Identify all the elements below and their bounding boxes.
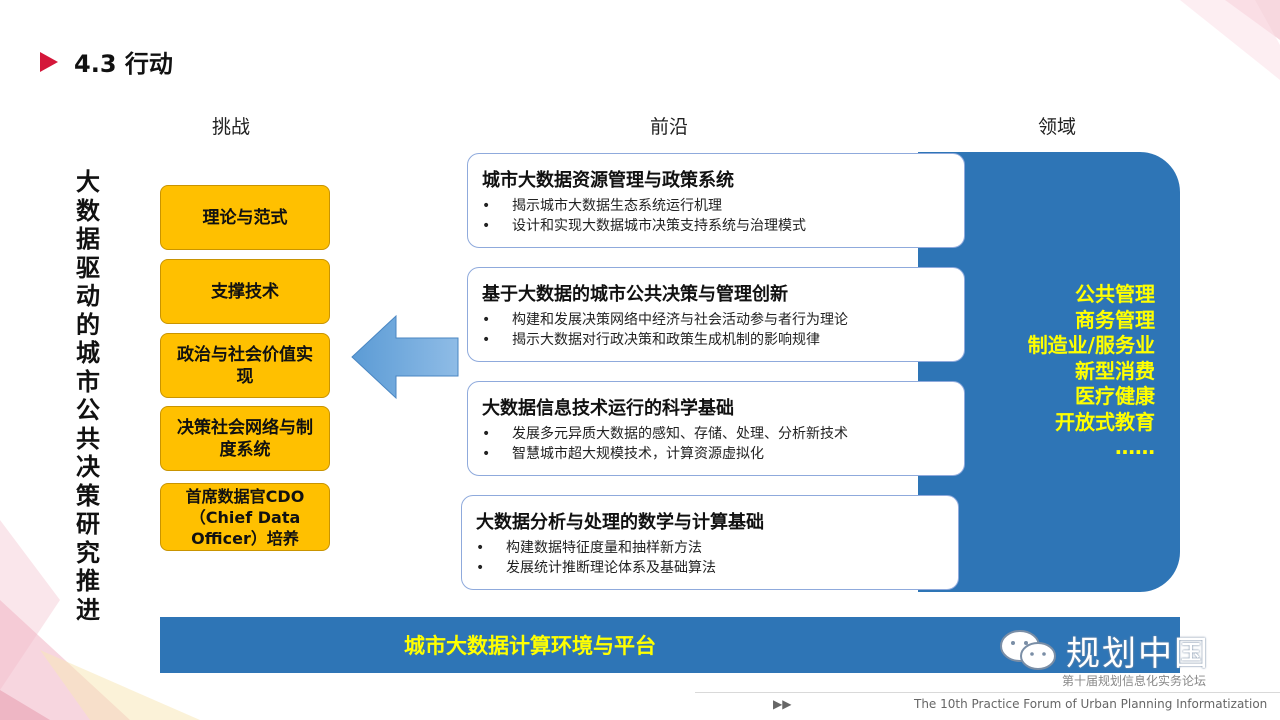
vertical-theme-label: 大数据驱动的城市公共决策研究推进: [76, 168, 100, 624]
bullet-icon: •: [482, 426, 491, 442]
column-header-frontier: 前沿: [650, 116, 689, 138]
frontier-bullet: •发展多元异质大数据的感知、存储、处理、分析新技术: [482, 426, 848, 442]
bullet-icon: •: [482, 312, 491, 328]
frontier-title: 基于大数据的城市公共决策与管理创新: [482, 284, 788, 305]
domain-item: 新型消费: [1075, 358, 1155, 383]
frontier-title: 大数据信息技术运行的科学基础: [482, 398, 734, 419]
frontier-title: 城市大数据资源管理与政策系统: [482, 170, 734, 191]
footer-text: The 10th Practice Forum of Urban Plannin…: [914, 697, 1268, 711]
left-arrow-icon: [351, 314, 459, 400]
title-bullet-icon: [40, 51, 58, 72]
frontier-bullet: •构建和发展决策网络中经济与社会活动参与者行为理论: [482, 312, 848, 328]
footer-divider: [695, 692, 1280, 693]
frontier-card: 基于大数据的城市公共决策与管理创新 •构建和发展决策网络中经济与社会活动参与者行…: [467, 267, 965, 362]
frontier-bullet: •构建数据特征度量和抽样新方法: [476, 540, 702, 556]
watermark-name: 规划中国: [1066, 634, 1210, 674]
play-icon: ▶▶: [773, 697, 792, 711]
column-header-challenge: 挑战: [212, 116, 251, 138]
frontier-card: 大数据分析与处理的数学与计算基础 •构建数据特征度量和抽样新方法 •发展统计推断…: [461, 495, 959, 590]
frontier-title: 大数据分析与处理的数学与计算基础: [476, 512, 764, 533]
watermark: 规划中国: [998, 626, 1210, 675]
frontier-bullet: •揭示大数据对行政决策和政策生成机制的影响规律: [482, 332, 820, 348]
bullet-icon: •: [476, 560, 485, 576]
domain-item: 公共管理: [1075, 282, 1155, 306]
slide-title: 4.3 行动: [74, 50, 173, 78]
platform-label: 城市大数据计算环境与平台: [404, 634, 656, 658]
domain-item: 医疗健康: [1075, 384, 1155, 408]
bullet-icon: •: [476, 540, 485, 556]
domain-item: 开放式教育: [1055, 409, 1155, 434]
domain-item: 商务管理: [1075, 307, 1155, 332]
column-header-domain: 领域: [1038, 116, 1077, 138]
frontier-card: 大数据信息技术运行的科学基础 •发展多元异质大数据的感知、存储、处理、分析新技术…: [467, 381, 965, 476]
bullet-icon: •: [482, 198, 491, 214]
challenge-box: 决策社会网络与制度系统: [160, 406, 330, 471]
challenge-box: 政治与社会价值实现: [160, 333, 330, 398]
challenge-box: 理论与范式: [160, 185, 330, 250]
slide-title-group: 4.3 行动: [40, 44, 173, 79]
wechat-icon: [1000, 629, 1056, 670]
watermark-subtitle: 第十届规划信息化实务论坛: [1062, 674, 1207, 688]
bullet-icon: •: [482, 332, 491, 348]
challenge-box: 支撑技术: [160, 259, 330, 324]
frontier-bullet: •设计和实现大数据城市决策支持系统与治理模式: [482, 218, 806, 234]
frontier-bullet: •智慧城市超大规模技术，计算资源虚拟化: [482, 446, 764, 462]
frontier-bullet: •揭示城市大数据生态系统运行机理: [482, 198, 722, 214]
challenge-box: 首席数据官CDO（Chief Data Officer）培养: [160, 483, 330, 551]
frontier-card: 城市大数据资源管理与政策系统 •揭示城市大数据生态系统运行机理 •设计和实现大数…: [467, 153, 965, 248]
domain-item: ……: [1115, 435, 1155, 459]
domain-list: 公共管理 商务管理 制造业/服务业 新型消费 医疗健康 开放式教育 ……: [1028, 282, 1155, 461]
domain-item: 制造业/服务业: [1027, 333, 1155, 357]
bullet-icon: •: [482, 446, 491, 462]
bullet-icon: •: [482, 218, 491, 234]
frontier-bullet: •发展统计推断理论体系及基础算法: [476, 560, 716, 576]
